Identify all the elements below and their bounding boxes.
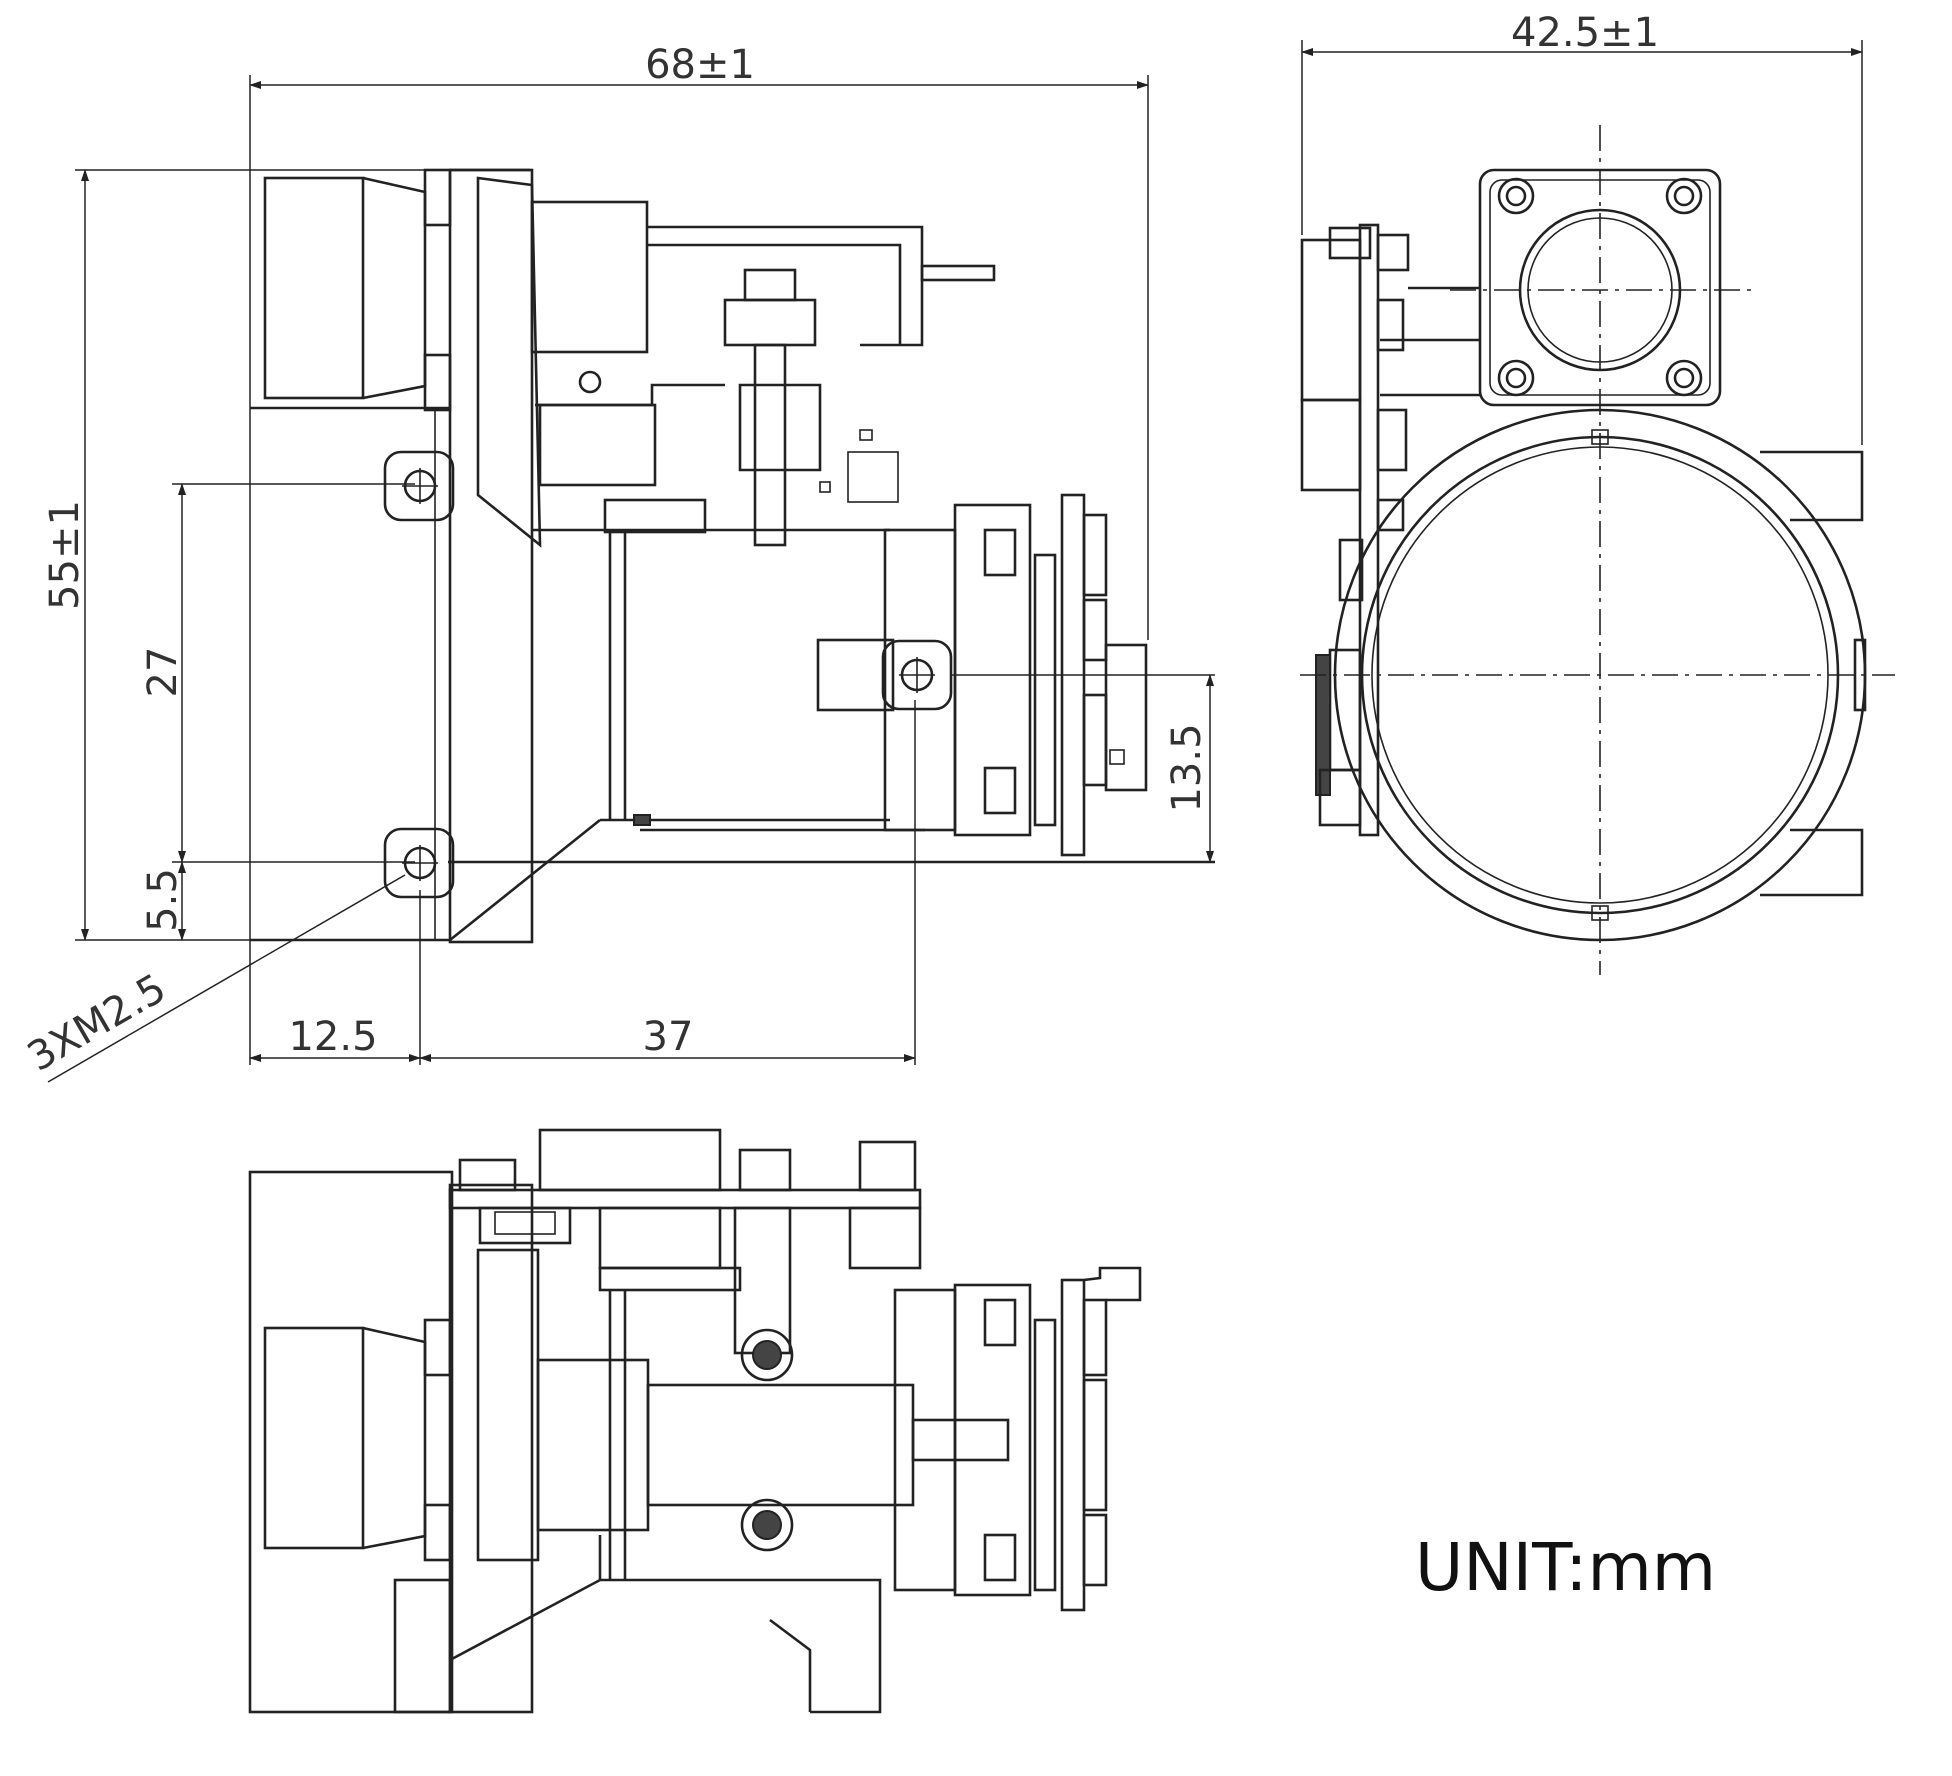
- dim-hole-spacing: 27: [140, 647, 186, 698]
- mount-hole-top: [383, 450, 455, 522]
- top-view: [248, 1128, 1142, 1714]
- dim-axis-height: 13.5: [1164, 723, 1210, 812]
- unit-label: UNIT:mm: [1415, 1529, 1716, 1606]
- dim-hole-offset-front: 12.5: [288, 1014, 377, 1060]
- dim-side-width: 42.5±1: [1511, 10, 1659, 56]
- dim-overall-height: 55±1: [42, 500, 88, 610]
- dim-hole-span: 37: [643, 1014, 694, 1060]
- dim-hole-offset-bottom: 5.5: [140, 868, 186, 932]
- screw-holes: [1497, 177, 1703, 397]
- mount-hole-bottom: [383, 827, 455, 899]
- front-view: 68±1 55±1 27 5.5 13.5 12.5 37 3XM2.5: [20, 42, 1215, 1083]
- side-view: 42.5±1: [1300, 10, 1895, 975]
- dim-overall-length: 68±1: [645, 42, 755, 88]
